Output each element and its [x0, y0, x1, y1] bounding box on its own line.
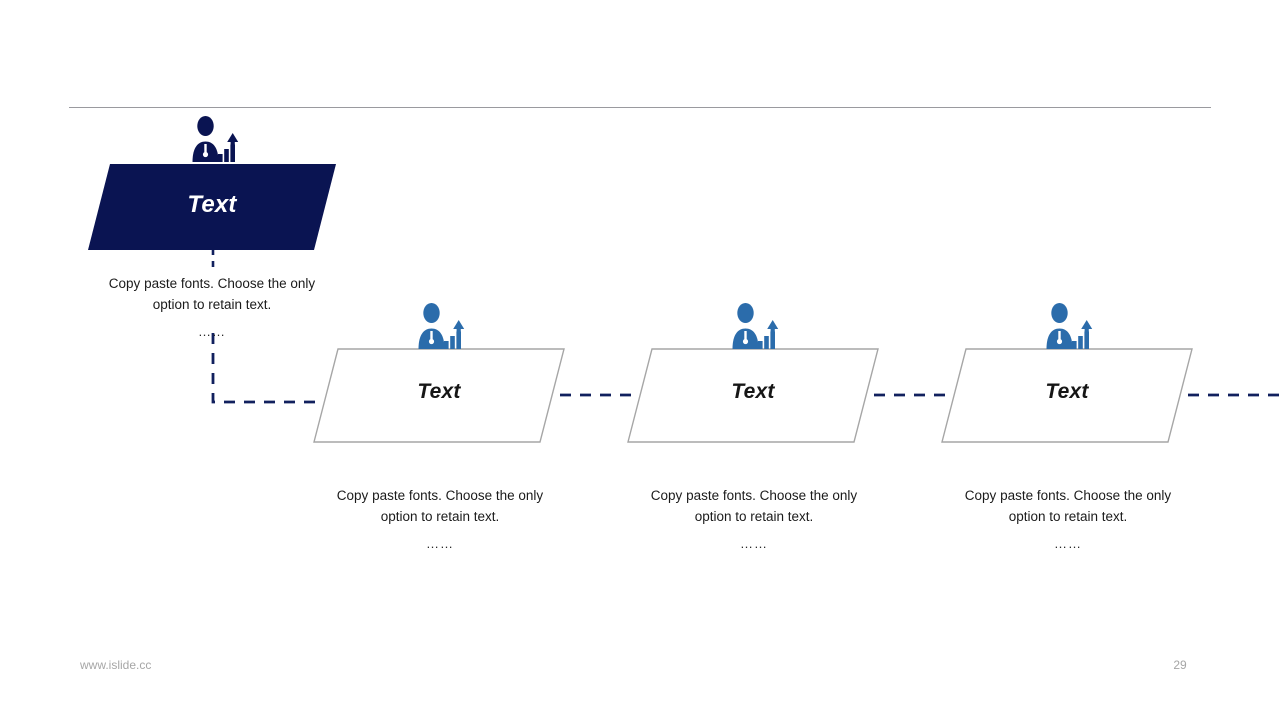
- flow-node-2[interactable]: Text: [313, 348, 565, 443]
- businessperson-growth-chart-icon: [414, 303, 466, 349]
- flow-node-2-caption: Copy paste fonts. Choose the only option…: [324, 486, 556, 555]
- page-number: 29: [1173, 658, 1187, 672]
- flow-node-primary[interactable]: Text: [88, 164, 336, 250]
- flow-node-4-label: Text: [1045, 380, 1089, 403]
- parallelogram-shape-4: [941, 348, 1193, 443]
- flow-node-primary-label: Text: [187, 191, 237, 218]
- flow-node-3-label: Text: [731, 380, 775, 403]
- parallelogram-shape-2: [313, 348, 565, 443]
- footer-url[interactable]: www.islide.cc: [80, 658, 152, 672]
- caption-text: Copy paste fonts. Choose the only option…: [964, 488, 1172, 524]
- flow-node-primary-caption: Copy paste fonts. Choose the only option…: [96, 274, 328, 343]
- businessperson-growth-chart-icon: [1042, 303, 1094, 349]
- caption-ellipsis: ……: [426, 536, 454, 551]
- parallelogram-shape-3: [627, 348, 879, 443]
- caption-text: Copy paste fonts. Choose the only option…: [650, 488, 858, 524]
- flow-node-4[interactable]: Text: [941, 348, 1193, 443]
- businessperson-growth-chart-icon: [728, 303, 780, 349]
- flow-node-3[interactable]: Text: [627, 348, 879, 443]
- businessperson-growth-chart-icon: [188, 116, 240, 162]
- caption-text: Copy paste fonts. Choose the only option…: [108, 276, 316, 312]
- flow-node-3-caption: Copy paste fonts. Choose the only option…: [638, 486, 870, 555]
- header-divider: [69, 107, 1211, 108]
- caption-ellipsis: ……: [198, 324, 226, 339]
- flow-node-2-label: Text: [417, 380, 461, 403]
- caption-text: Copy paste fonts. Choose the only option…: [336, 488, 544, 524]
- caption-ellipsis: ……: [1054, 536, 1082, 551]
- caption-ellipsis: ……: [740, 536, 768, 551]
- flow-node-4-caption: Copy paste fonts. Choose the only option…: [952, 486, 1184, 555]
- parallelogram-shape-primary: [88, 164, 336, 250]
